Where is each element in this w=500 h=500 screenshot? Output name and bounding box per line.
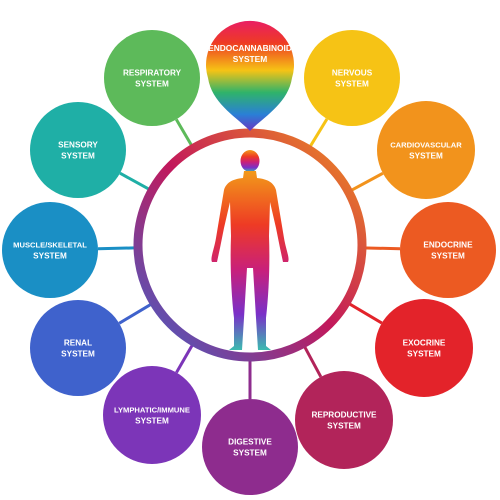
human-figure — [211, 150, 289, 350]
system-circle-exocrine — [375, 299, 473, 397]
central-ring — [133, 128, 367, 362]
system-bubble-respiratory: RESPIRATORY SYSTEM — [104, 30, 200, 126]
system-label-lymphatic-immune-line-2: SYSTEM — [135, 417, 169, 426]
system-label-respiratory-line-1: RESPIRATORY — [123, 69, 182, 78]
system-circle-renal — [30, 300, 126, 396]
system-label-renal-line-1: RENAL — [64, 339, 92, 348]
system-circle-sensory — [30, 102, 126, 198]
system-bubble-endocrine: ENDOCRINE SYSTEM — [400, 202, 496, 298]
system-bubble-digestive: DIGESTIVE SYSTEM — [202, 399, 298, 495]
system-label-cardiovascular-line-1: CARDIOVASCULAR — [390, 141, 462, 150]
system-bubble-renal: RENAL SYSTEM — [30, 300, 126, 396]
connector-renal — [118, 301, 155, 325]
system-label-muscle-skeletal-line-2: SYSTEM — [33, 252, 67, 261]
pin-shape — [205, 20, 294, 131]
system-bubble-muscle-skeletal: MUSCLE/SKELETAL SYSTEM — [2, 202, 98, 298]
center-label-line-2: SYSTEM — [233, 54, 267, 64]
system-label-reproductive-line-2: SYSTEM — [327, 422, 361, 431]
connector-lines — [97, 118, 401, 399]
system-bubbles: RESPIRATORY SYSTEM NERVOUS SYSTEM SENSORY SYS… — [2, 30, 496, 495]
system-label-lymphatic-immune-line-1: LYMPHATIC/IMMUNE — [114, 406, 190, 415]
endocannabinoid-pin: ENDOCANNABINOID SYSTEM — [205, 20, 294, 131]
system-circle-cardiovascular — [377, 101, 475, 199]
system-label-respiratory-line-2: SYSTEM — [135, 80, 169, 89]
system-bubble-nervous: NERVOUS SYSTEM — [304, 30, 400, 126]
system-label-digestive-line-2: SYSTEM — [233, 449, 267, 458]
system-label-exocrine-line-2: SYSTEM — [407, 350, 441, 359]
system-circle-lymphatic-immune — [103, 366, 201, 464]
center-label-line-1: ENDOCANNABINOID — [208, 43, 292, 53]
system-label-endocrine-line-2: SYSTEM — [431, 252, 465, 261]
figure-body — [211, 171, 289, 350]
system-label-sensory-line-1: SENSORY — [58, 141, 98, 150]
system-circle-digestive — [202, 399, 298, 495]
figure-head — [240, 150, 260, 172]
connector-endocrine — [361, 246, 401, 251]
connector-sensory — [119, 171, 153, 193]
connector-respiratory — [174, 118, 195, 150]
system-label-nervous-line-1: NERVOUS — [332, 69, 373, 78]
system-label-sensory-line-2: SYSTEM — [61, 152, 95, 161]
system-bubble-exocrine: EXOCRINE SYSTEM — [375, 299, 473, 397]
system-label-cardiovascular-line-2: SYSTEM — [409, 152, 443, 161]
system-label-exocrine-line-1: EXOCRINE — [403, 339, 446, 348]
system-label-muscle-skeletal-line-1: MUSCLE/SKELETAL — [13, 241, 87, 250]
system-circle-nervous — [304, 30, 400, 126]
system-circle-endocrine — [400, 202, 496, 298]
system-circle-respiratory — [104, 30, 200, 126]
connector-lymphatic-immune — [175, 341, 196, 374]
system-bubble-sensory: SENSORY SYSTEM — [30, 102, 126, 198]
system-circle-muscle-skeletal — [2, 202, 98, 298]
system-label-digestive-line-1: DIGESTIVE — [228, 438, 272, 447]
system-label-renal-line-2: SYSTEM — [61, 350, 95, 359]
system-bubble-reproductive: REPRODUCTIVE SYSTEM — [295, 371, 393, 469]
connector-reproductive — [301, 342, 323, 378]
connector-muscle-skeletal — [97, 246, 139, 251]
system-label-reproductive-line-1: REPRODUCTIVE — [311, 411, 377, 420]
system-circle-reproductive — [295, 371, 393, 469]
system-bubble-lymphatic-immune: LYMPHATIC/IMMUNE SYSTEM — [103, 366, 201, 464]
system-label-endocrine-line-1: ENDOCRINE — [423, 241, 473, 250]
connector-cardiovascular — [347, 171, 384, 194]
connector-exocrine — [345, 300, 383, 325]
system-bubble-cardiovascular: CARDIOVASCULAR SYSTEM — [377, 101, 475, 199]
connector-nervous — [307, 118, 329, 151]
system-label-nervous-line-2: SYSTEM — [335, 80, 369, 89]
